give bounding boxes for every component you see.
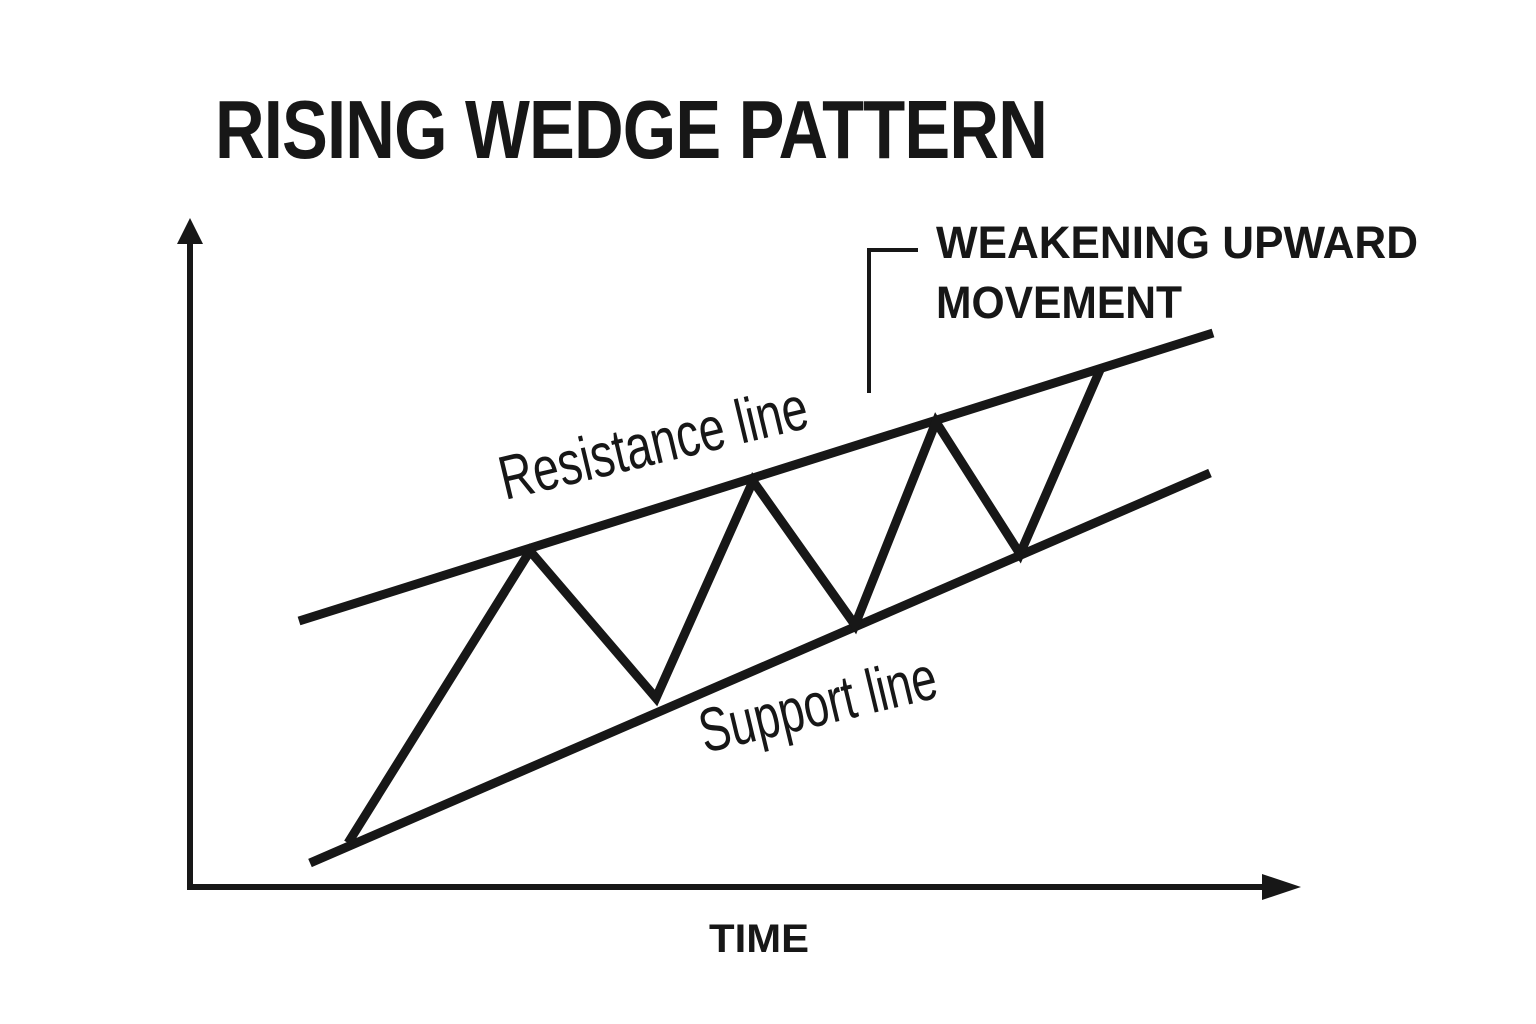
y-axis-arrow-icon — [177, 218, 203, 244]
price-zigzag — [344, 368, 1105, 846]
annotation-line2: MOVEMENT — [936, 277, 1182, 328]
x-axis-label: TIME — [709, 917, 809, 961]
x-axis-arrow-icon — [1262, 874, 1301, 900]
support-line-label: Support line — [692, 643, 943, 766]
resistance-line — [297, 328, 1215, 626]
annotation-connector — [867, 248, 918, 393]
page-title: RISING WEDGE PATTERN — [215, 83, 1047, 176]
support-line — [308, 468, 1212, 868]
annotation-line1: WEAKENING UPWARD — [936, 217, 1418, 268]
